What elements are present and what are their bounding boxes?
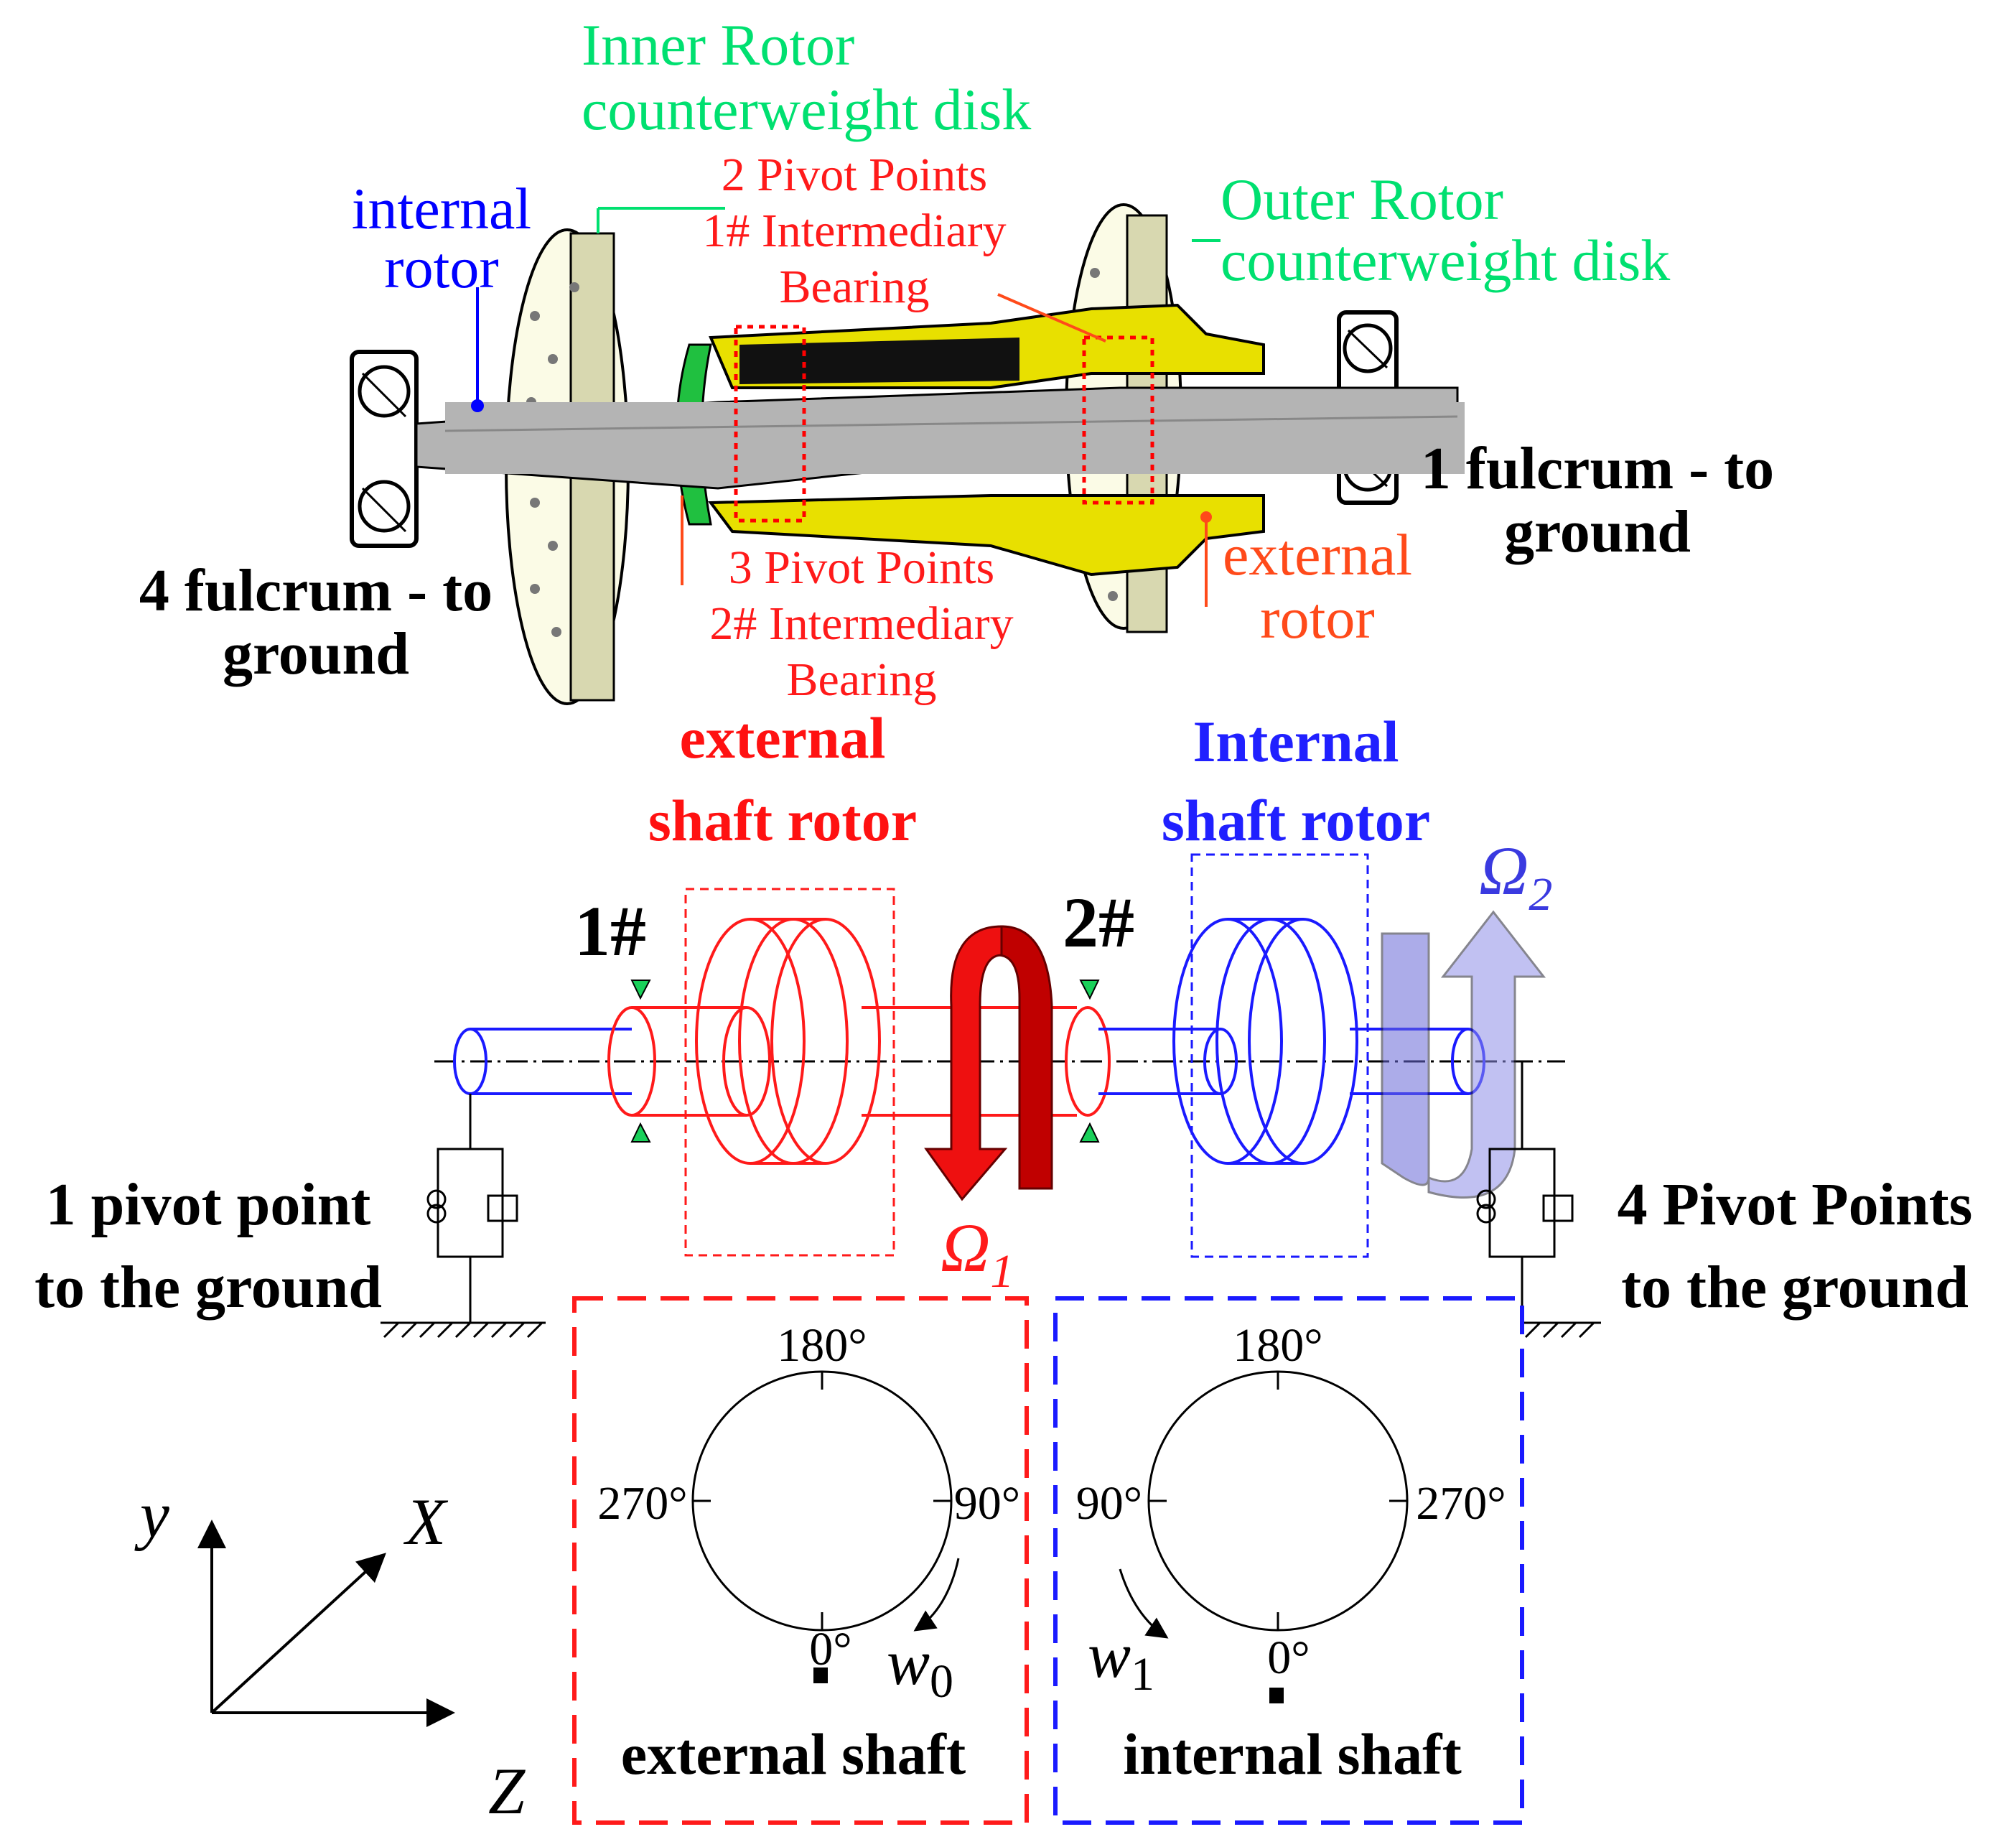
bearing1-label: 1# (574, 891, 646, 971)
shaft-schematic (381, 853, 1601, 1339)
text-line: rotor (1260, 585, 1374, 651)
text-line: Bearing (787, 653, 937, 706)
text-line: 3 Pivot Points (729, 541, 994, 594)
int-deg-right: 270° (1416, 1477, 1506, 1530)
bearing2-label: 2# (1063, 883, 1134, 962)
bearing1-highlight-box (734, 325, 806, 523)
y-axis-label: y (134, 1478, 169, 1551)
text-line: counterweight disk (582, 77, 1031, 142)
text-line: shaft rotor (1162, 788, 1430, 853)
omega1-rotation-arrow (924, 925, 1053, 1201)
text-line: Inner Rotor (582, 12, 854, 78)
text-line: 2# Intermediary (709, 597, 1013, 650)
text-line: counterweight disk (1221, 228, 1670, 293)
external-shaft-rotor-title: external shaft rotor (648, 705, 917, 853)
left-ball-bearing (350, 350, 419, 548)
external-shaft-panel-title: external shaft (621, 1721, 966, 1787)
external-shaft-panel (572, 1296, 1029, 1825)
w0-label: w0 (887, 1627, 953, 1708)
pivot1-ground-label: 1 pivot point to the ground (34, 1171, 382, 1321)
text-line: 4 Pivot Points (1618, 1171, 1973, 1238)
internal-rotor-dashed-box (1190, 853, 1369, 1258)
omega1-label: Ω1 (941, 1209, 1014, 1298)
text-line: external (1223, 522, 1412, 587)
ext-deg-left: 270° (597, 1477, 687, 1530)
int-deg-left: 90° (1076, 1477, 1142, 1530)
internal-shaft-panel (1053, 1296, 1524, 1825)
text-line: to the ground (1621, 1254, 1969, 1321)
right-ground-support (1476, 1061, 1601, 1339)
bearing2-highlight-box (1082, 335, 1154, 505)
x-axis-label: X (403, 1485, 449, 1558)
internal-shaft-core (445, 402, 1465, 474)
text-line: 1 pivot point (46, 1171, 371, 1238)
text-line: internal (352, 176, 531, 241)
coordinate-axes (197, 1520, 455, 1727)
omega2-rotation-arrow (1381, 910, 1546, 1199)
omega2-label: Ω2 (1479, 832, 1552, 921)
internal-shaft-right (1098, 918, 1485, 1165)
ext-deg-right: 90° (954, 1477, 1020, 1530)
text-line: external (680, 705, 886, 771)
rotor-assembly-illustration (350, 203, 1465, 705)
internal-shaft-rotor-title: Internal shaft rotor (1162, 709, 1430, 853)
text-line: 4 fulcrum - to (139, 557, 493, 624)
text-line: 2 Pivot Points (722, 149, 987, 201)
text-line: rotor (384, 235, 498, 300)
pivot4-ground-label: 4 Pivot Points to the ground (1618, 1171, 1973, 1321)
ext-deg-bottom: 0° (809, 1623, 851, 1675)
z-axis-label: Z (488, 1754, 526, 1828)
bearing-markers (630, 980, 1100, 1143)
int-deg-bottom: 0° (1267, 1632, 1310, 1684)
int-deg-top: 180° (1233, 1319, 1322, 1372)
ext-deg-top: 180° (777, 1319, 867, 1372)
text-line: to the ground (34, 1254, 382, 1321)
text-line: ground (223, 620, 409, 687)
left-ground-support (381, 1094, 546, 1339)
text-line: Internal (1193, 709, 1399, 774)
text-line: shaft rotor (648, 788, 917, 853)
text-line: 1# Intermediary (702, 205, 1006, 257)
text-line: ground (1504, 498, 1691, 565)
text-line: Bearing (780, 261, 930, 313)
external-rotor-dashed-box (684, 888, 895, 1257)
w1-label: w1 (1088, 1620, 1154, 1701)
text-line: 1 fulcrum - to (1421, 435, 1774, 502)
text-line: Outer Rotor (1221, 167, 1503, 232)
internal-shaft-panel-title: internal shaft (1123, 1721, 1462, 1787)
